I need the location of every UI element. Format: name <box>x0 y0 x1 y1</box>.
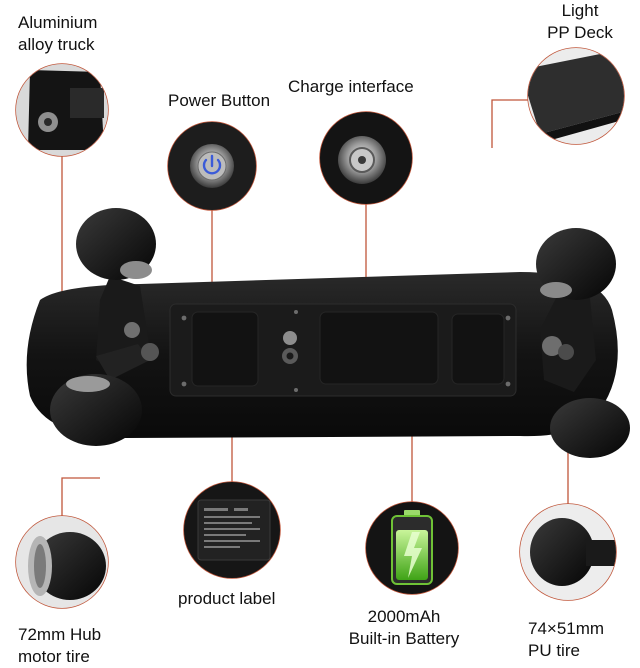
skateboard-deck <box>26 272 618 438</box>
deck-detail-circle <box>527 47 625 145</box>
aluminium-truck-label-line2: alloy truck <box>18 35 95 54</box>
light-deck-label-line2: PP Deck <box>547 23 613 42</box>
pu-tire-label: 74×51mm PU tire <box>528 618 604 662</box>
charge-interface-label-text: Charge interface <box>288 77 414 96</box>
pu-tire-label-line2: PU tire <box>528 641 580 660</box>
hub-motor-label: 72mm Hub motor tire <box>18 624 101 668</box>
battery-label: 2000mAh Built-in Battery <box>330 606 478 650</box>
product-label-caption: product label <box>178 588 275 610</box>
left-truck <box>96 276 159 380</box>
hub-motor-circle <box>15 515 109 609</box>
left-bottom-wheel <box>50 374 142 446</box>
left-top-wheel <box>76 208 156 280</box>
product-label-caption-text: product label <box>178 589 276 608</box>
pu-tire-circle <box>519 503 617 601</box>
aluminium-truck-label: Aluminium alloy truck <box>18 12 97 56</box>
battery-icon <box>391 510 433 585</box>
product-label-circle <box>183 481 281 579</box>
hub-motor-label-line1: 72mm Hub <box>18 625 102 644</box>
power-button-label: Power Button <box>168 90 270 112</box>
hub-motor-label-line2: motor tire <box>18 647 90 666</box>
battery-label-line1: 2000mAh <box>367 607 441 626</box>
charge-interface-label: Charge interface <box>288 76 414 98</box>
right-top-wheel <box>536 228 616 300</box>
power-detail-circle <box>167 121 257 211</box>
battery-detail-circle <box>365 501 459 595</box>
power-button-icon <box>202 158 222 175</box>
light-deck-label-line1: Light <box>561 1 599 20</box>
light-deck-label: Light PP Deck <box>532 0 628 44</box>
charge-detail-circle <box>319 111 413 205</box>
right-bottom-wheel <box>550 398 630 458</box>
truck-detail-circle <box>15 63 109 157</box>
power-button-label-text: Power Button <box>168 91 271 110</box>
battery-label-line2: Built-in Battery <box>348 629 460 648</box>
pu-tire-label-line1: 74×51mm <box>528 619 605 638</box>
aluminium-truck-label-line1: Aluminium <box>18 13 98 32</box>
right-truck <box>540 290 596 392</box>
